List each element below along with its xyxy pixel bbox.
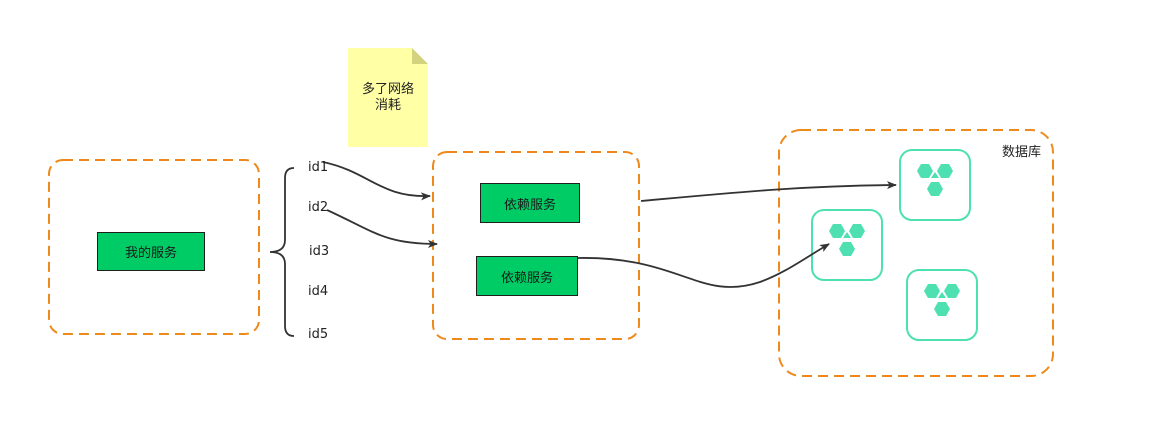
id-label-3: id3 [309,244,330,259]
my-service-container [48,159,260,335]
dependency-service-1[interactable]: 依赖服务 [480,183,580,223]
note-text: 多了网络 消耗 [348,82,428,114]
arrow-dependency2-to-db-node2 [577,243,830,288]
note-shape [348,48,428,147]
arrow-id2-to-dependency [326,209,438,248]
note-line-1: 多了网络 [361,82,414,97]
database-container [778,129,1054,377]
id-label-2: id2 [308,200,329,215]
arrow-dependency1-to-db-node1 [640,181,897,202]
note-fold [412,48,428,64]
arrow-id1-to-dependency [322,161,431,201]
my-service-box[interactable]: 我的服务 [97,232,205,271]
id-label-4: id4 [308,284,329,299]
database-label: 数据库 [1002,145,1042,160]
dependency-service-2[interactable]: 依赖服务 [476,256,578,296]
id-label-5: id5 [308,327,329,342]
dependency-container [432,151,640,340]
id-label-1: id1 [308,160,329,175]
id-brace [269,167,295,337]
note-line-2: 消耗 [374,98,401,113]
